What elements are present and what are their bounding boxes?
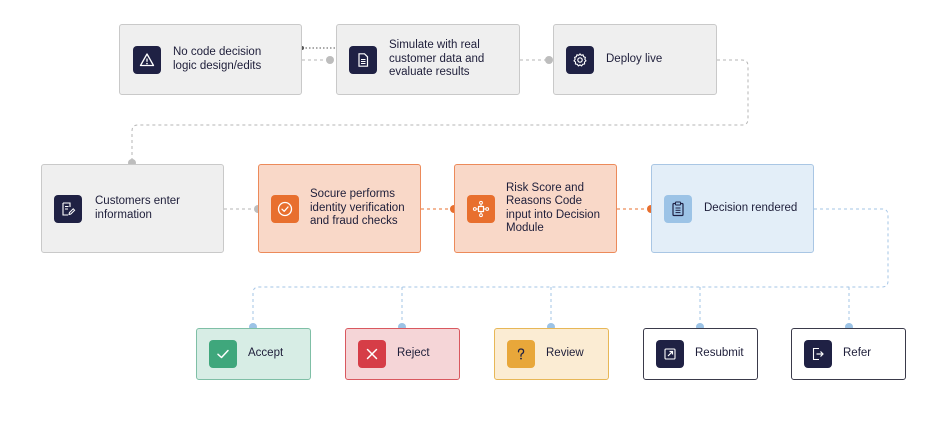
outcome-reject-label: Reject (397, 347, 430, 360)
gear-icon (566, 45, 594, 74)
clipboard-icon (664, 194, 692, 223)
external-arrow-icon (656, 340, 684, 368)
outcome-resubmit: Resubmit (643, 328, 758, 380)
question-icon (507, 340, 535, 368)
step-deploy: Deploy live (553, 24, 717, 95)
outcome-refer: Refer (791, 328, 906, 380)
step-no-code-label: No code decision logic design/edits (173, 46, 262, 72)
warning-triangle-icon (133, 45, 161, 74)
step-risk: Risk Score and Reasons Code input into D… (454, 164, 617, 253)
outcome-review: Review (494, 328, 609, 380)
document-icon (349, 45, 377, 74)
outcome-reject: Reject (345, 328, 460, 380)
step-customers: Customers enter information (41, 164, 224, 253)
step-deploy-label: Deploy live (606, 52, 663, 65)
step-risk-label: Risk Score and Reasons Code input into D… (506, 181, 600, 235)
step-simulate: Simulate with real customer data and eva… (336, 24, 520, 95)
edit-document-icon (54, 194, 82, 223)
outcome-resubmit-label: Resubmit (695, 347, 744, 360)
outcome-refer-label: Refer (843, 347, 872, 360)
step-socure-label: Socure performs identity verification an… (310, 188, 405, 228)
step-decision-label: Decision rendered (704, 201, 798, 214)
step-decision: Decision rendered (651, 164, 814, 253)
step-simulate-label: Simulate with real customer data and eva… (389, 39, 485, 79)
checkmark-icon (209, 340, 237, 368)
step-no-code: No code decision logic design/edits (119, 24, 302, 95)
x-icon (358, 340, 386, 368)
outcome-accept: Accept (196, 328, 311, 380)
outcome-accept-label: Accept (248, 347, 284, 360)
network-hub-icon (467, 194, 495, 223)
forward-arrow-icon (804, 340, 832, 368)
step-socure: Socure performs identity verification an… (258, 164, 421, 253)
check-circle-icon (271, 194, 299, 223)
outcome-review-label: Review (546, 347, 584, 360)
step-customers-label: Customers enter information (95, 195, 181, 221)
